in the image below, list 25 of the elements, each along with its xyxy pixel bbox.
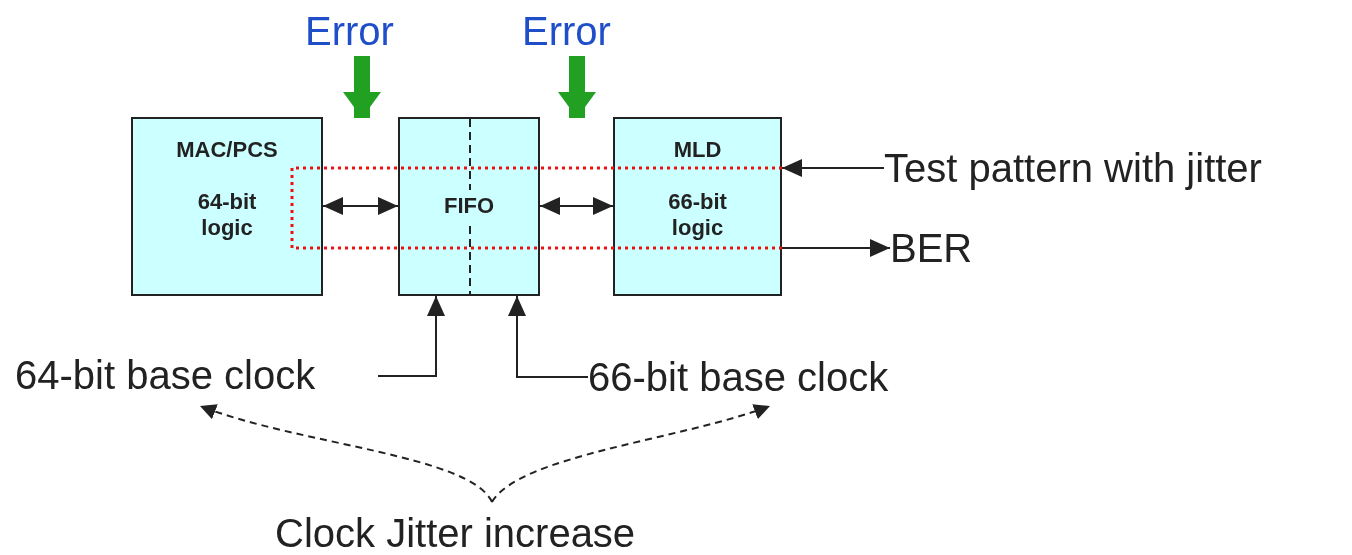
annotation-text: Test pattern with jitter bbox=[884, 145, 1262, 191]
block-title: MLD bbox=[673, 137, 722, 163]
arrow bbox=[322, 197, 399, 215]
arrow bbox=[508, 295, 589, 378]
error-arrow bbox=[343, 56, 381, 118]
error-label: Error bbox=[305, 8, 394, 54]
arrow bbox=[377, 295, 445, 377]
process-box bbox=[613, 117, 782, 296]
arrow bbox=[781, 159, 885, 177]
arrow bbox=[539, 197, 614, 215]
block-label: 66-bit logic bbox=[667, 189, 728, 241]
block-label: 64-bit logic bbox=[196, 189, 258, 241]
annotation-text: BER bbox=[890, 225, 973, 271]
error-arrow bbox=[558, 56, 596, 118]
arrow bbox=[781, 239, 891, 257]
annotation-text: Clock Jitter increase bbox=[275, 510, 636, 555]
process-box bbox=[131, 117, 323, 296]
annotation-text: 66-bit base clock bbox=[588, 354, 889, 400]
block-title: MAC/PCS bbox=[176, 137, 278, 163]
process-box bbox=[398, 117, 540, 296]
error-label: Error bbox=[522, 8, 611, 54]
arrow bbox=[491, 403, 771, 503]
block-title: FIFO bbox=[443, 193, 495, 219]
arrow bbox=[199, 403, 493, 503]
annotation-text: 64-bit base clock bbox=[15, 352, 316, 398]
